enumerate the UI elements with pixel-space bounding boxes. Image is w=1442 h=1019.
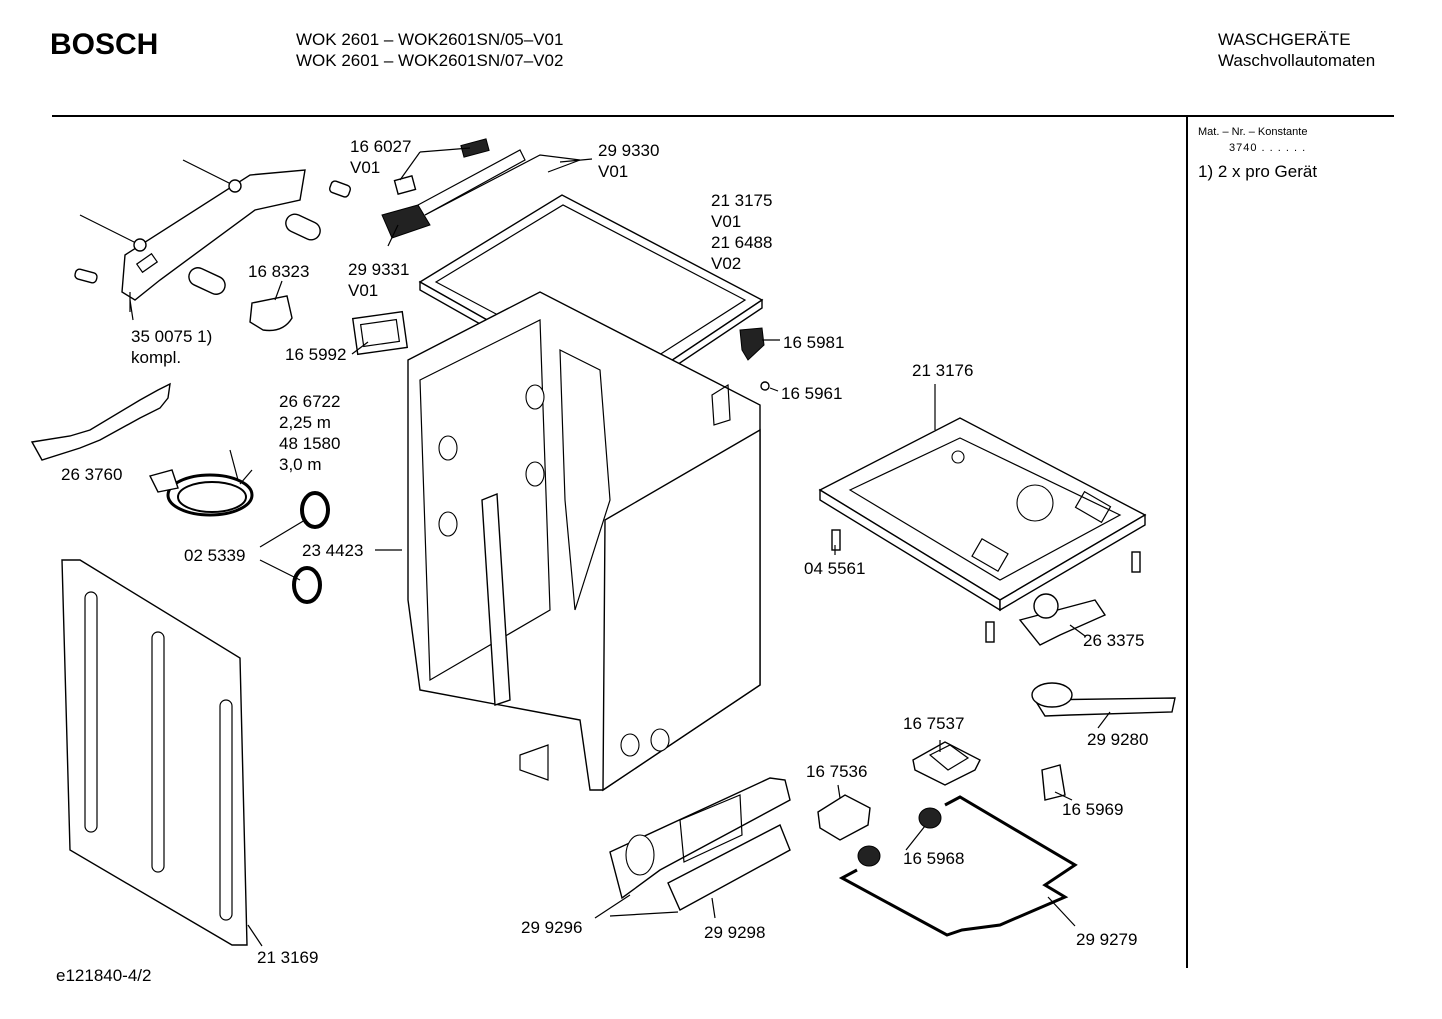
seal-ring-upper bbox=[300, 491, 330, 529]
model-line-2: WOK 2601 – WOK2601SN/07–V02 bbox=[296, 51, 564, 70]
label-266722-length: 2,25 m bbox=[279, 413, 331, 432]
label-299280: 29 9280 bbox=[1087, 730, 1149, 749]
hose-drawing bbox=[148, 449, 254, 517]
label-213169: 21 3169 bbox=[257, 948, 319, 967]
label-165992: 16 5992 bbox=[285, 345, 347, 364]
seal-ring-lower bbox=[292, 566, 322, 604]
mounting-bracket-drawing bbox=[74, 159, 352, 332]
label-299298: 29 9298 bbox=[704, 923, 766, 942]
label-299296: 29 9296 bbox=[521, 918, 583, 937]
brand-logo: BOSCH bbox=[50, 28, 159, 61]
label-481580-length: 3,0 m bbox=[279, 455, 322, 474]
label-167536: 16 7536 bbox=[806, 762, 868, 781]
label-350075: 35 0075 1) bbox=[131, 327, 213, 346]
label-045561: 04 5561 bbox=[804, 559, 866, 578]
label-263760: 26 3760 bbox=[61, 465, 123, 484]
cabinet-drawing bbox=[407, 291, 761, 792]
constant-label: Mat. – Nr. – Konstante bbox=[1198, 126, 1308, 138]
side-panel-drawing bbox=[61, 559, 248, 946]
label-299279: 29 9279 bbox=[1076, 930, 1138, 949]
knobs-drawing bbox=[857, 807, 942, 867]
label-166027-variant: V01 bbox=[350, 158, 381, 177]
label-213175: 21 3175 bbox=[711, 191, 773, 210]
label-165981: 16 5981 bbox=[783, 333, 845, 352]
side-panel-rule bbox=[1186, 117, 1188, 968]
label-025339: 02 5339 bbox=[184, 546, 246, 565]
label-216488: 21 6488 bbox=[711, 233, 773, 252]
drawing-code: e121840-4/2 bbox=[56, 966, 152, 985]
label-167537: 16 7537 bbox=[903, 714, 965, 733]
spanner-drawing bbox=[30, 382, 171, 461]
label-263375: 26 3375 bbox=[1083, 631, 1145, 650]
label-481580: 48 1580 bbox=[279, 434, 341, 453]
label-168323: 16 8323 bbox=[248, 262, 310, 281]
label-165969: 16 5969 bbox=[1062, 800, 1124, 819]
category-line-1: WASCHGERÄTE bbox=[1218, 30, 1351, 49]
label-234423: 23 4423 bbox=[302, 541, 364, 560]
lid-hinge-drawing bbox=[381, 138, 581, 239]
electronic-modules-drawing bbox=[817, 741, 981, 841]
base-frame-drawing bbox=[818, 417, 1147, 643]
control-panel-drawing bbox=[609, 777, 791, 911]
label-350075-kompl: kompl. bbox=[131, 348, 182, 367]
label-299330-variant: V01 bbox=[598, 162, 629, 181]
category-line-2: Waschvollautomaten bbox=[1218, 51, 1376, 70]
footnote-note: 1) 2 x pro Gerät bbox=[1198, 162, 1318, 181]
drain-pump-housings-drawing bbox=[1018, 593, 1176, 801]
label-213176: 21 3176 bbox=[912, 361, 974, 380]
label-165968: 16 5968 bbox=[903, 849, 965, 868]
label-299331: 29 9331 bbox=[348, 260, 410, 279]
label-299330: 29 9330 bbox=[598, 141, 660, 160]
label-216488-variant: V02 bbox=[711, 254, 742, 273]
label-213175-variant: V01 bbox=[711, 212, 742, 231]
label-165961: 16 5961 bbox=[781, 384, 843, 403]
header-rule bbox=[52, 115, 1394, 117]
leader-lines bbox=[129, 147, 1111, 947]
constant-value: 3740 . . . . . . bbox=[1229, 142, 1307, 154]
model-line-1: WOK 2601 – WOK2601SN/05–V01 bbox=[296, 30, 564, 49]
wire-bracket-drawing bbox=[838, 795, 1078, 937]
label-299331-variant: V01 bbox=[348, 281, 379, 300]
label-166027: 16 6027 bbox=[350, 137, 412, 156]
label-266722: 26 6722 bbox=[279, 392, 341, 411]
